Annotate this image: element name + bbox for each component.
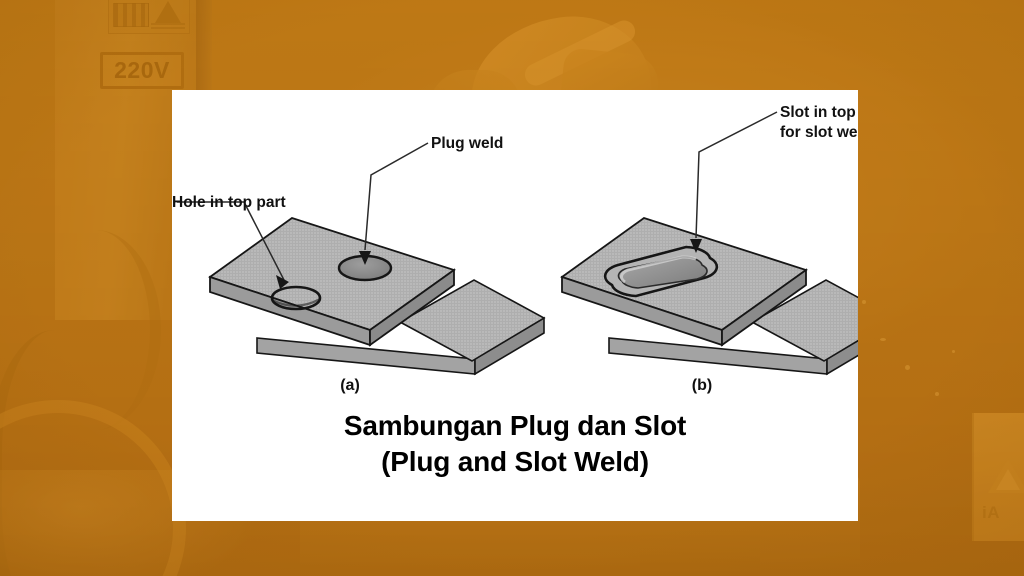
- panel-a-bottom-plate: [256, 316, 545, 376]
- hole-inner-shade: [271, 298, 321, 307]
- label-slot-line1: Slot in top part: [780, 104, 858, 121]
- hole-ellipse: [270, 285, 322, 311]
- top-plate-right-edge-b: [721, 268, 807, 347]
- slot-arrowhead: [690, 239, 702, 253]
- weld-figure-svg: Plug weld Hole in top part (a): [172, 104, 858, 394]
- hole-arrowhead: [276, 275, 289, 289]
- slot-b: [603, 245, 719, 298]
- bottom-plate-side-edge-b: [826, 339, 858, 376]
- label-hole-in-top-part: Hole in top part: [172, 194, 286, 211]
- panel-b: Slot in top part for slot weld (b): [560, 104, 858, 394]
- caption-b: (b): [692, 377, 712, 394]
- panel-b-bottom-plate: [608, 337, 858, 376]
- label-plug-weld: Plug weld: [431, 135, 503, 152]
- content-card: Plug weld Hole in top part (a): [172, 90, 858, 521]
- plug-weld-arrowhead: [359, 251, 371, 265]
- panel-a-lower-plate-top: [398, 279, 546, 362]
- slot-leader-b: [690, 111, 778, 253]
- weld-figure: Plug weld Hole in top part (a): [172, 90, 858, 400]
- slot-wall-highlight: [620, 255, 697, 284]
- panel-a-top-plate: [208, 217, 456, 347]
- lower-plate-exposed-surface-a: [398, 279, 546, 362]
- slot-leader-line: [695, 111, 778, 239]
- label-slot-line2: for slot weld: [780, 124, 858, 141]
- panel-b-lower-plate-top: [750, 279, 858, 362]
- hole-a: [270, 285, 322, 311]
- card-title-line-2: (Plug and Slot Weld): [381, 446, 649, 477]
- card-title-line-1: Sambungan Plug dan Slot: [343, 410, 687, 441]
- card-title: Sambungan Plug dan Slot (Plug and Slot W…: [172, 408, 858, 480]
- panel-a: Plug weld Hole in top part (a): [172, 135, 546, 394]
- plug-weld-leader-a: [359, 142, 429, 265]
- lower-plate-exposed-surface-b: [750, 279, 858, 362]
- plug-weld-leader-line: [364, 142, 429, 251]
- hole-leader-line: [177, 201, 285, 281]
- top-plate-right-edge-a: [369, 268, 455, 347]
- caption-a: (a): [340, 377, 360, 394]
- hole-leader-a: [177, 201, 289, 289]
